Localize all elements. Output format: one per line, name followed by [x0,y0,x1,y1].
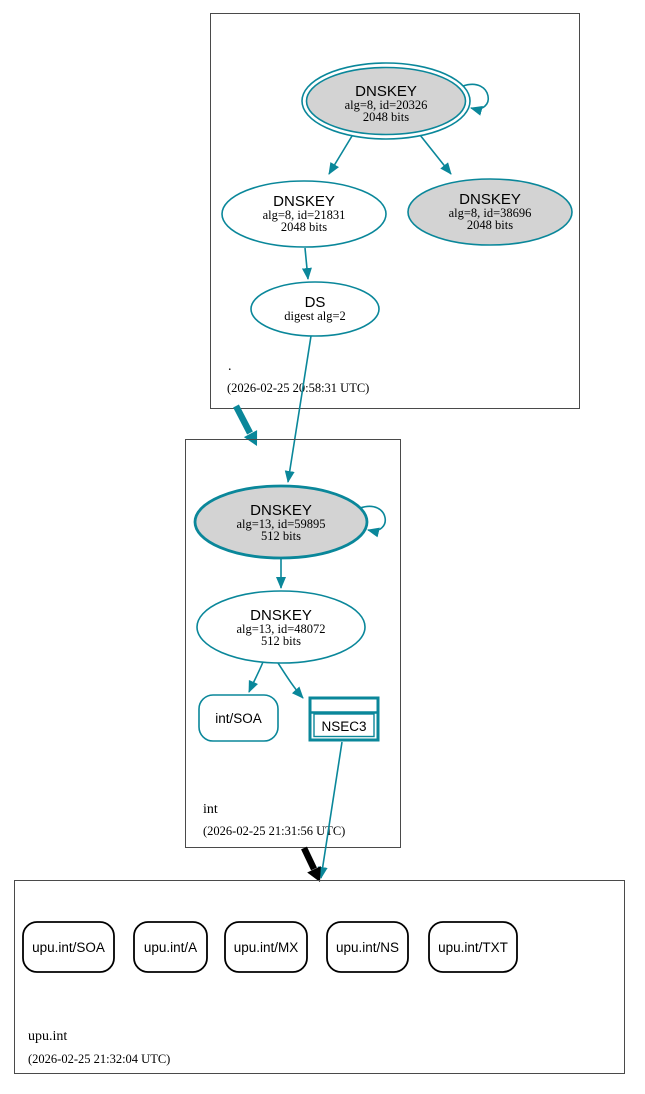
rrset-upu-soa-rect[interactable] [22,921,115,973]
edge-ds-to-int-ksk [284,335,312,483]
nsec3-label: NSEC3 [321,719,366,734]
rrset-int-soa-rect[interactable] [198,694,279,742]
dnskey-root-38696-title: DNSKEY [459,191,521,208]
delegation-int-upu-shaft [301,846,317,871]
rrset-node-upu-txt[interactable]: upu.int/TXT [428,921,518,973]
rrset-upu-ns-label: upu.int/NS [336,940,399,955]
ds-root-title: DS [305,294,326,311]
dnskey-root-21831-bits: 2048 bits [281,220,327,234]
edge-root-zsk-to-ds [301,247,312,280]
rrset-upu-mx-label: upu.int/MX [234,940,299,955]
zone-label-upu-int: upu.int [28,1029,67,1044]
edge-int-zsk-to-nsec3 [277,662,304,699]
nsec3-node-int[interactable]: NSEC3 [308,696,380,742]
zone-label-root: . [228,359,232,374]
dnskey-node-root-38696[interactable]: DNSKEY alg=8, id=38696 2048 bits [407,178,573,246]
nsec3-inner-rect [313,713,375,738]
dnskey-int-48072-detail: alg=13, id=48072 [236,622,325,636]
zone-box-root-border [210,13,580,409]
rrset-node-upu-a[interactable]: upu.int/A [133,921,208,973]
zone-timestamp-upu-int: (2026-02-25 21:32:04 UTC) [28,1052,170,1066]
ds-root-ellipse[interactable] [250,281,380,337]
dnskey-int-48072-bits: 512 bits [261,634,301,648]
zone-box-int: int (2026-02-25 21:31:56 UTC) DNSKEY alg… [185,439,401,848]
zone-box-int-border [185,439,401,848]
ds-node-root[interactable]: DS digest alg=2 [250,281,380,337]
zone-timestamp-int: (2026-02-25 21:31:56 UTC) [203,824,345,838]
dnskey-node-int-59895[interactable]: DNSKEY alg=13, id=59895 512 bits [193,484,369,560]
dnskey-root-20326-detail: alg=8, id=20326 [345,98,428,112]
dnskey-node-int-48072[interactable]: DNSKEY alg=13, id=48072 512 bits [196,590,366,664]
rrset-node-upu-soa[interactable]: upu.int/SOA [22,921,115,973]
dnskey-root-38696-ellipse[interactable] [407,178,573,246]
zone-label-int: int [203,802,218,817]
rrset-upu-ns-rect[interactable] [326,921,409,973]
dnskey-root-21831-title: DNSKEY [273,193,335,210]
dnskey-root-21831-detail: alg=8, id=21831 [263,208,346,222]
rrset-upu-a-rect[interactable] [133,921,208,973]
delegation-arrow-root-to-int [233,404,258,446]
edge-int-zsk-to-soa [248,661,264,693]
delegation-root-int-arrowhead [243,430,258,446]
dnskey-root-20326-title: DNSKEY [355,83,417,100]
edge-root-ksk-to-zsk [328,135,353,175]
dnskey-int-59895-title: DNSKEY [250,502,312,519]
rrset-upu-a-label: upu.int/A [144,940,197,955]
dnskey-int-59895-ellipse[interactable] [193,484,369,560]
ds-root-detail: digest alg=2 [284,309,346,323]
edge-root-ksk-to-key2 [419,134,452,175]
rrset-int-soa-label: int/SOA [215,711,262,726]
dnskey-int-48072-ellipse[interactable] [196,590,366,664]
dnskey-int-59895-detail: alg=13, id=59895 [236,517,325,531]
rrset-node-int-soa[interactable]: int/SOA [198,694,279,742]
dnskey-node-root-20326[interactable]: DNSKEY alg=8, id=20326 2048 bits [301,62,471,140]
dnskey-root-20326-bits: 2048 bits [363,110,409,124]
zone-box-root: . (2026-02-25 20:58:31 UTC) DNSKEY alg=8… [210,13,580,409]
dnskey-int-59895-bits: 512 bits [261,529,301,543]
rrset-node-upu-ns[interactable]: upu.int/NS [326,921,409,973]
dnskey-int-48072-title: DNSKEY [250,607,312,624]
delegation-int-upu-arrowhead [307,866,321,882]
dnskey-root-38696-bits: 2048 bits [467,218,513,232]
delegation-root-int-shaft [233,404,253,435]
zone-box-upu-int: upu.int (2026-02-25 21:32:04 UTC) upu.in… [14,880,625,1074]
rrset-upu-soa-label: upu.int/SOA [32,940,105,955]
rrset-upu-mx-rect[interactable] [224,921,308,973]
rrset-node-upu-mx[interactable]: upu.int/MX [224,921,308,973]
rrset-upu-txt-rect[interactable] [428,921,518,973]
edge-int-ksk-selfloop [359,505,386,538]
dnskey-node-root-21831[interactable]: DNSKEY alg=8, id=21831 2048 bits [221,180,387,248]
edge-nsec3-to-upu-zone [317,741,343,879]
dnskey-root-38696-detail: alg=8, id=38696 [449,206,532,220]
rrset-upu-txt-label: upu.int/TXT [438,940,508,955]
edge-root-ksk-selfloop [462,83,489,116]
delegation-arrow-int-to-upu [301,846,321,882]
dnskey-root-21831-ellipse[interactable] [221,180,387,248]
zone-timestamp-root: (2026-02-25 20:58:31 UTC) [227,381,369,395]
zone-box-upu-int-border [14,880,625,1074]
dnskey-root-20326-inner-ring [305,66,467,136]
